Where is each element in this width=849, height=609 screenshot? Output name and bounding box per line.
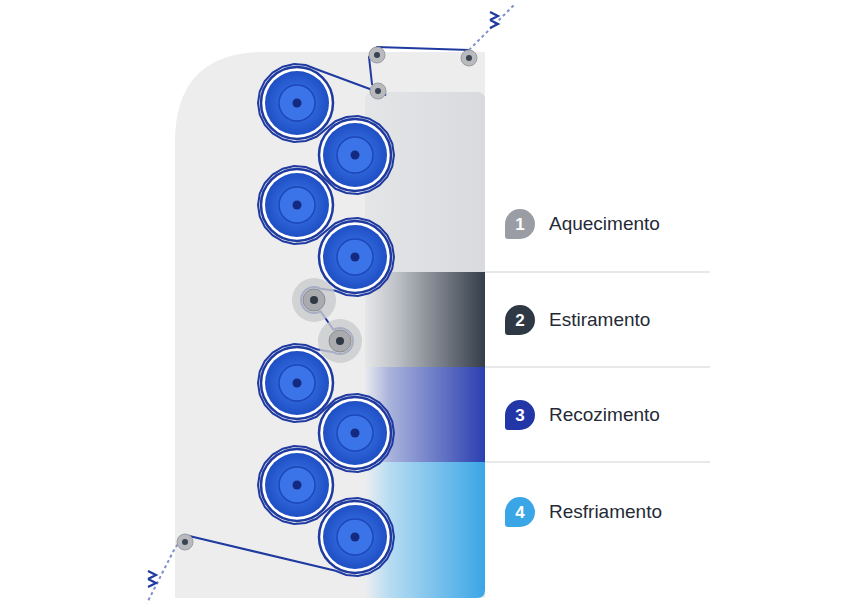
step-badge: 4Resfriamento <box>505 497 535 527</box>
step-label: Estiramento <box>549 309 650 331</box>
process-roller <box>261 169 333 241</box>
direction-chevron <box>490 12 498 28</box>
machine-panel <box>175 52 485 598</box>
step-number: 3 <box>505 400 535 430</box>
stretch-roller <box>292 278 336 322</box>
step-badge: 2Estiramento <box>505 305 535 335</box>
idler-roller <box>370 83 386 99</box>
idler-roller <box>461 50 477 66</box>
zone-band <box>365 272 485 367</box>
process-roller <box>261 449 333 521</box>
idler-roller <box>369 47 385 63</box>
step-label: Resfriamento <box>549 501 662 523</box>
step-label: Aquecimento <box>549 213 660 235</box>
row-divider <box>485 271 710 272</box>
row-divider <box>485 461 710 462</box>
process-roller <box>319 397 391 469</box>
step-badge: 1Aquecimento <box>505 209 535 239</box>
film-in <box>469 4 515 50</box>
step-label: Recozimento <box>549 404 660 426</box>
step-number: 1 <box>505 209 535 239</box>
process-roller <box>319 501 391 573</box>
process-roller <box>319 221 391 293</box>
direction-chevron <box>148 571 156 587</box>
process-roller <box>261 67 333 139</box>
step-badge: 3Recozimento <box>505 400 535 430</box>
row-divider <box>485 366 710 367</box>
process-roller <box>319 119 391 191</box>
process-roller <box>261 347 333 419</box>
film-web <box>185 47 469 576</box>
step-number: 2 <box>505 305 535 335</box>
step-number: 4 <box>505 497 535 527</box>
idler-roller <box>177 534 193 550</box>
stretch-roller <box>318 319 362 363</box>
